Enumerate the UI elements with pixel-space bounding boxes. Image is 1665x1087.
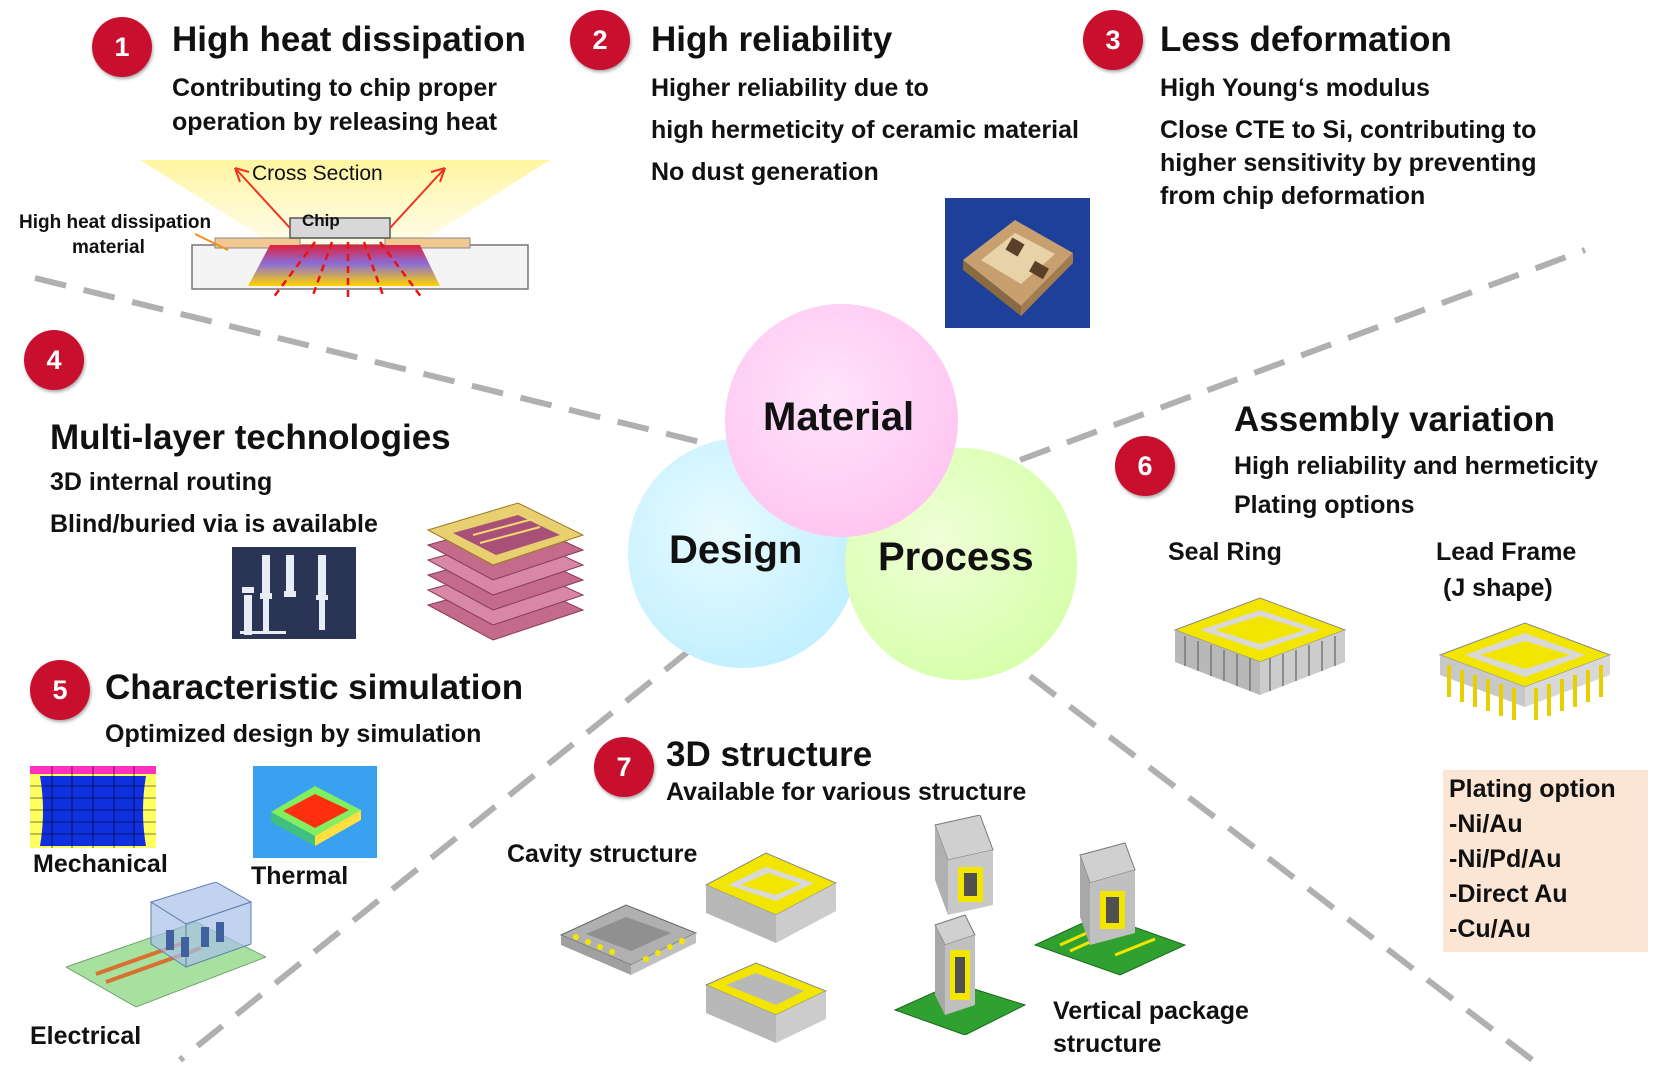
plating-option-box: Plating option -Ni/Au -Ni/Pd/Au -Direct … — [1443, 770, 1648, 952]
material-circle — [725, 304, 958, 537]
badge-6: 6 — [1115, 436, 1175, 496]
s4-line1: 3D internal routing — [50, 468, 273, 496]
s7-line1: Available for various structure — [666, 778, 1027, 806]
divider-top-right — [1018, 247, 1587, 463]
cavity-structure-label: Cavity structure — [507, 840, 698, 868]
badge-2: 2 — [570, 10, 630, 70]
s2-title: High reliability — [651, 20, 893, 59]
s4-title: Multi-layer technologies — [50, 418, 451, 457]
s3-line3: higher sensitivity by preventing — [1160, 149, 1537, 177]
vertical-package-label-2: structure — [1053, 1030, 1162, 1058]
s4-line2: Blind/buried via is available — [50, 510, 378, 538]
cross-section-label: Cross Section — [252, 162, 383, 185]
badge-4: 4 — [24, 330, 84, 390]
s2-line1: Higher reliability due to — [651, 74, 929, 102]
s6-line2: Plating options — [1234, 491, 1415, 519]
s5-line1: Optimized design by simulation — [105, 720, 482, 748]
cross-section-illustration — [140, 160, 550, 299]
s5-title: Characteristic simulation — [105, 668, 524, 707]
badge-3: 3 — [1083, 10, 1143, 70]
material-label: Material — [763, 395, 915, 439]
s2-line2: high hermeticity of ceramic material — [651, 116, 1079, 144]
electrical-simulation-image — [66, 882, 266, 1008]
badge-1: 1 — [92, 17, 152, 77]
vertical-package-label-1: Vertical package — [1053, 997, 1249, 1025]
divider-bottom-left — [178, 647, 692, 1063]
plating-item-2: -Ni/Pd/Au — [1449, 845, 1562, 873]
seal-ring-label: Seal Ring — [1168, 538, 1282, 566]
lead-frame-label-1: Lead Frame — [1436, 538, 1577, 566]
cavity-structure-packages — [559, 852, 838, 1043]
plating-item-4: -Cu/Au — [1449, 915, 1531, 943]
mechanical-label: Mechanical — [33, 850, 168, 878]
electrical-label: Electrical — [30, 1022, 142, 1050]
lead-frame-label-2: (J shape) — [1443, 574, 1553, 602]
mechanical-simulation-image — [30, 766, 156, 848]
s3-line1: High Young‘s modulus — [1160, 74, 1430, 102]
material-label-1: High heat dissipation — [19, 212, 212, 233]
multilayer-stack-illustration — [426, 502, 585, 641]
design-label: Design — [669, 528, 803, 572]
s1-line1: Contributing to chip proper — [172, 74, 497, 102]
badge-7: 7 — [594, 737, 654, 797]
via-cross-section-photo — [232, 547, 356, 639]
ceramic-package-photo — [945, 198, 1090, 328]
s2-line3: No dust generation — [651, 158, 879, 186]
seal-ring-package — [1173, 597, 1347, 695]
divider-bottom-right — [1028, 673, 1537, 1065]
s6-line1: High reliability and hermeticity — [1234, 452, 1598, 480]
lead-frame-package — [1438, 622, 1612, 720]
s3-title: Less deformation — [1160, 20, 1452, 59]
s3-line2: Close CTE to Si, contributing to — [1160, 116, 1537, 144]
material-label-2: material — [72, 237, 145, 258]
s6-title: Assembly variation — [1234, 400, 1555, 439]
thermal-simulation-image — [253, 766, 377, 858]
chip-label: Chip — [302, 211, 340, 230]
divider-top-left — [34, 275, 701, 445]
plating-item-3: -Direct Au — [1449, 880, 1568, 908]
s1-line2: operation by releasing heat — [172, 108, 498, 136]
thermal-label: Thermal — [251, 862, 349, 890]
s7-title: 3D structure — [666, 735, 873, 774]
plating-item-1: -Ni/Au — [1449, 810, 1523, 838]
vertical-package-structures — [893, 815, 1187, 1035]
s1-title: High heat dissipation — [172, 20, 526, 59]
badge-5: 5 — [30, 660, 90, 720]
process-label: Process — [878, 535, 1034, 579]
plating-title: Plating option — [1449, 775, 1616, 803]
s3-line4: from chip deformation — [1160, 182, 1426, 210]
